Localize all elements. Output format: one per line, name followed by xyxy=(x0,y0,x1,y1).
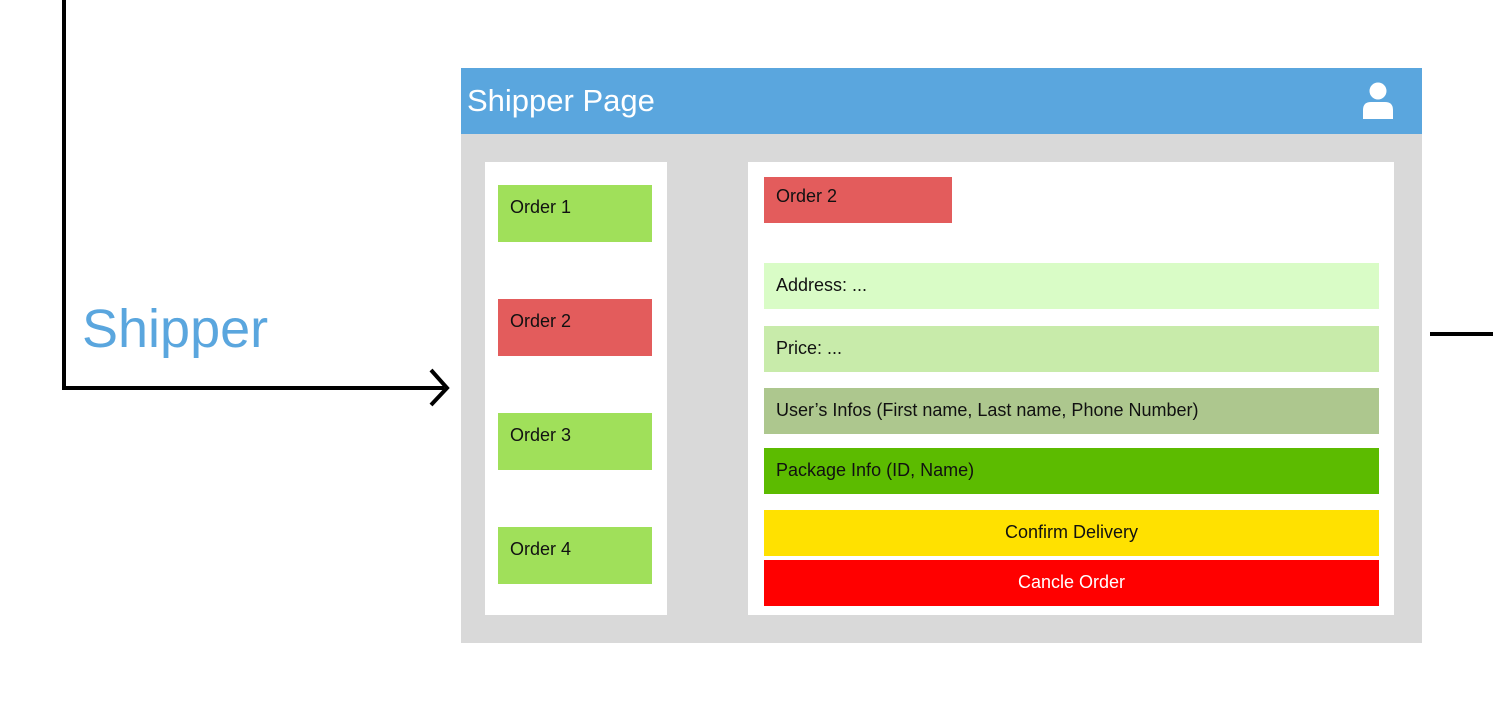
flow-line-to-page xyxy=(62,0,444,390)
cancel-order-button[interactable]: Cancle Order xyxy=(764,560,1379,606)
order-item-1[interactable]: Order 1 xyxy=(498,185,652,242)
order-item-2[interactable]: Order 2 xyxy=(498,299,652,356)
order-detail-title: Order 2 xyxy=(764,177,952,223)
package-info-field: Package Info (ID, Name) xyxy=(764,448,1379,494)
page-header: Shipper Page xyxy=(461,68,1422,134)
user-infos-field: User’s Infos (First name, Last name, Pho… xyxy=(764,388,1379,434)
order-detail-panel: Order 2 Address: ... Price: ... User’s I… xyxy=(748,162,1394,615)
confirm-delivery-button[interactable]: Confirm Delivery xyxy=(764,510,1379,556)
address-field: Address: ... xyxy=(764,263,1379,309)
order-item-4[interactable]: Order 4 xyxy=(498,527,652,584)
price-field: Price: ... xyxy=(764,326,1379,372)
order-list: Order 1 Order 2 Order 3 Order 4 xyxy=(485,162,667,615)
page-title: Shipper Page xyxy=(467,83,655,118)
order-item-3[interactable]: Order 3 xyxy=(498,413,652,470)
actor-label-shipper: Shipper xyxy=(82,299,269,359)
arrowhead-icon xyxy=(429,368,450,407)
user-icon[interactable] xyxy=(1362,82,1394,120)
shipper-page-window: Shipper Page Order 1 Order 2 Order 3 Ord… xyxy=(461,68,1422,643)
